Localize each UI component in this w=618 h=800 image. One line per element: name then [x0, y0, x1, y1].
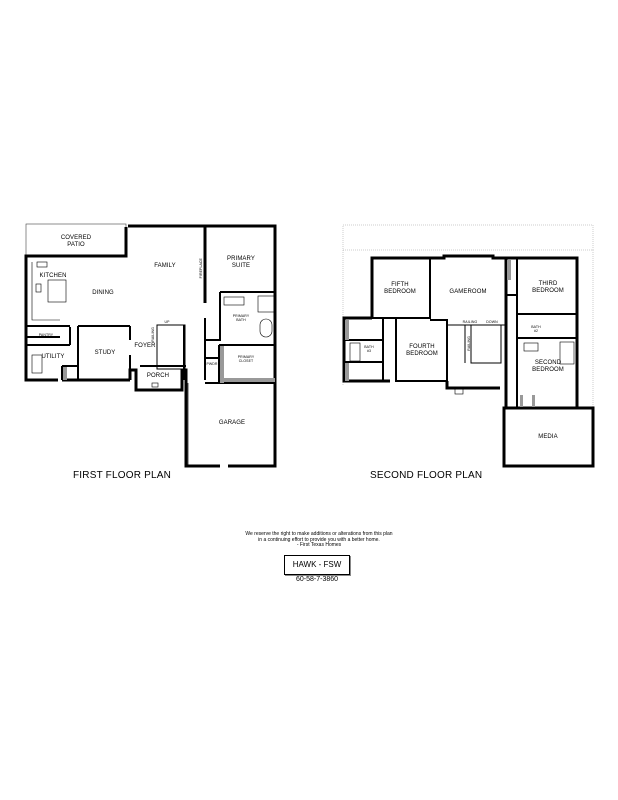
primary-closet-label: PRIMARY CLOSET [237, 355, 255, 363]
disclaimer-text: We reserve the right to make additions o… [245, 531, 393, 549]
family-label: FAMILY [154, 263, 176, 269]
powder-label: PWDR [206, 362, 218, 366]
utility-label: UTILITY [41, 354, 65, 360]
plan-code: 60-58-7-3860 [295, 576, 339, 583]
primary-suite-label: PRIMARY SUITE [227, 256, 255, 269]
study-label: STUDY [94, 350, 116, 356]
bath-3-label: BATH #3 [364, 345, 374, 353]
kitchen-label: KITCHEN [39, 273, 67, 279]
first-floor-title: FIRST FLOOR PLAN [73, 470, 172, 481]
fifth-bedroom-label: FIFTH BEDROOM [384, 282, 416, 295]
second-bedroom-label: SECOND BEDROOM [532, 360, 564, 373]
down-label: DOWN [486, 320, 498, 324]
porch-label: PORCH [146, 373, 170, 379]
railing-top-label: RAILING [462, 320, 478, 324]
dining-label: DINING [92, 290, 114, 296]
plan-name-box: HAWK - FSW [284, 555, 350, 575]
gameroom-label: GAMEROOM [449, 289, 487, 295]
railing-label: RAILING [151, 327, 155, 342]
up-label: UP [164, 320, 170, 324]
media-label: MEDIA [538, 434, 558, 440]
bath-2-label: BATH #2 [531, 325, 541, 333]
fourth-bedroom-label: FOURTH BEDROOM [406, 344, 438, 357]
garage-label: GARAGE [218, 420, 246, 426]
second-floor-title: SECOND FLOOR PLAN [370, 470, 483, 481]
pantry-label: PANTRY [38, 333, 54, 337]
third-bedroom-label: THIRD BEDROOM [532, 281, 564, 294]
railing-side-label: RAILING [467, 336, 471, 351]
foyer-label: FOYER [134, 343, 156, 349]
fireplace-label: FIREPLACE [199, 258, 203, 279]
primary-bath-label: PRIMARY BATH [232, 314, 250, 322]
covered-patio-label: COVERED PATIO [60, 235, 92, 248]
